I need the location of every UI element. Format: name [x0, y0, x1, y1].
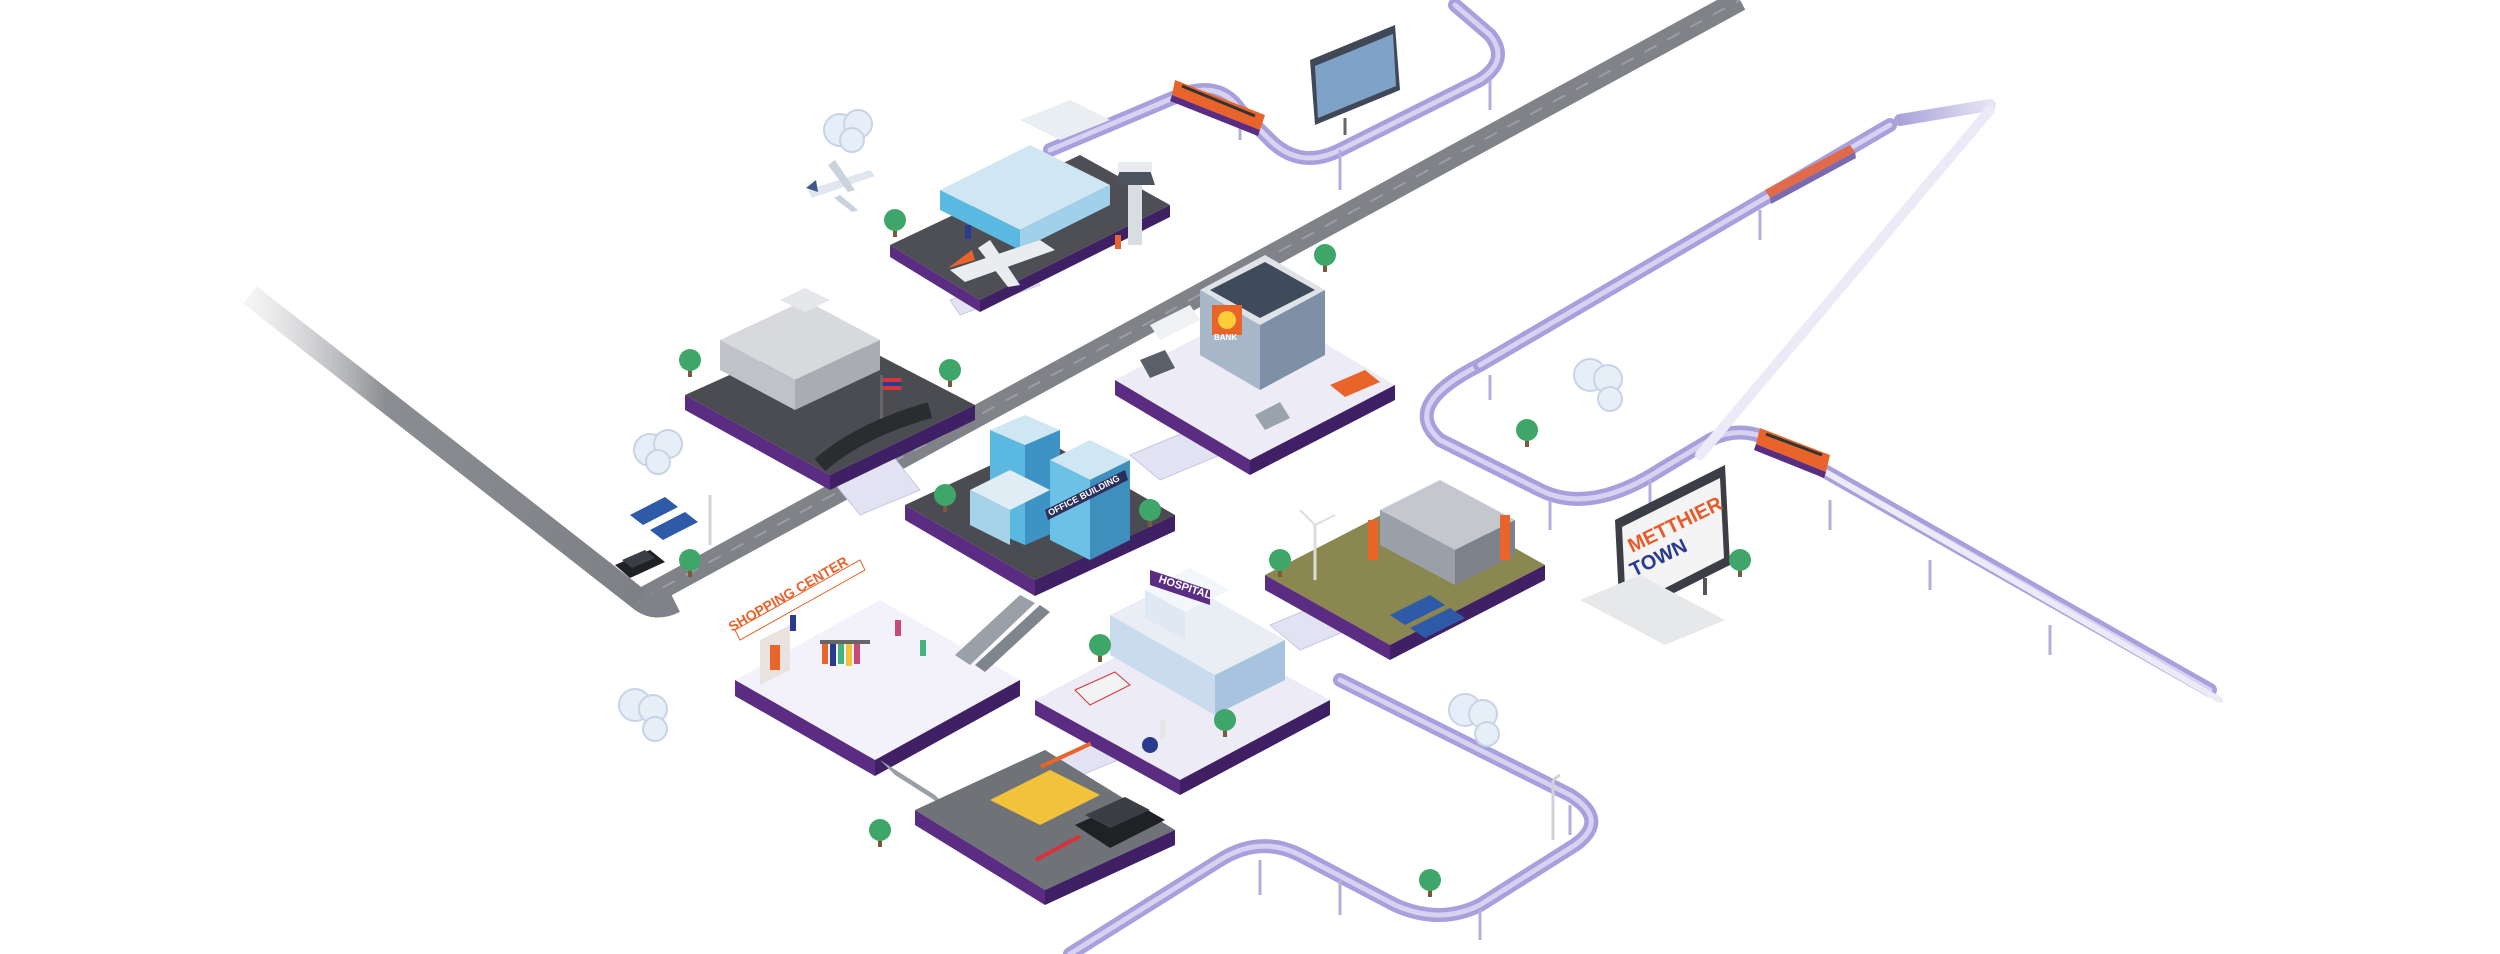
trees: [679, 209, 1751, 897]
flying-airplane-icon: [806, 160, 875, 212]
tree-icon: [884, 209, 906, 237]
tree-icon: [869, 819, 891, 847]
tree-icon: [1419, 869, 1441, 897]
tree-icon: [1214, 709, 1236, 737]
parking-block: [915, 741, 1175, 905]
tree-icon: [1729, 549, 1751, 577]
tree-icon: [679, 549, 701, 577]
cloud-icon: [823, 109, 873, 153]
monorail-pillars: [1238, 80, 2052, 940]
cloud-icon: [1573, 358, 1623, 412]
airport-block: [890, 100, 1170, 312]
cloud-icon: [1448, 693, 1500, 747]
factory-block: [1265, 480, 1545, 660]
bank-sign: BANK: [1214, 333, 1237, 342]
streetlight-icon: [1551, 773, 1561, 840]
shopping-center-block: [734, 559, 1050, 810]
shopping-center-sign: SHOPPING CENTER: [726, 553, 851, 635]
tree-icon: [1139, 499, 1161, 527]
monorail-train-right: [1754, 428, 1830, 478]
black-car-icon: [615, 550, 665, 578]
tree-icon: [939, 359, 961, 387]
tree-icon: [1314, 244, 1336, 272]
tree-icon: [679, 349, 701, 377]
bank-block: [1115, 255, 1395, 475]
hospital-block: [1035, 568, 1330, 795]
cloud-icon: [618, 688, 668, 742]
tree-icon: [934, 484, 956, 512]
tree-icon: [1516, 419, 1538, 447]
office-block: [905, 415, 1175, 596]
government-house-block: [685, 288, 975, 490]
cloud-icon: [633, 429, 683, 475]
clouds: [618, 109, 1623, 747]
billboard-top: [1310, 25, 1400, 135]
road-network: [243, 0, 1746, 618]
roadside-solar-panels: [630, 495, 712, 545]
monorail-train-top: [1170, 80, 1265, 136]
tree-icon: [1269, 549, 1291, 577]
monorail-tracks: [1043, 0, 2223, 954]
monorail-train-far: [1765, 145, 1856, 204]
metthier-town-billboard: METTHIER TOWN: [1580, 465, 1730, 645]
tree-icon: [1089, 634, 1111, 662]
